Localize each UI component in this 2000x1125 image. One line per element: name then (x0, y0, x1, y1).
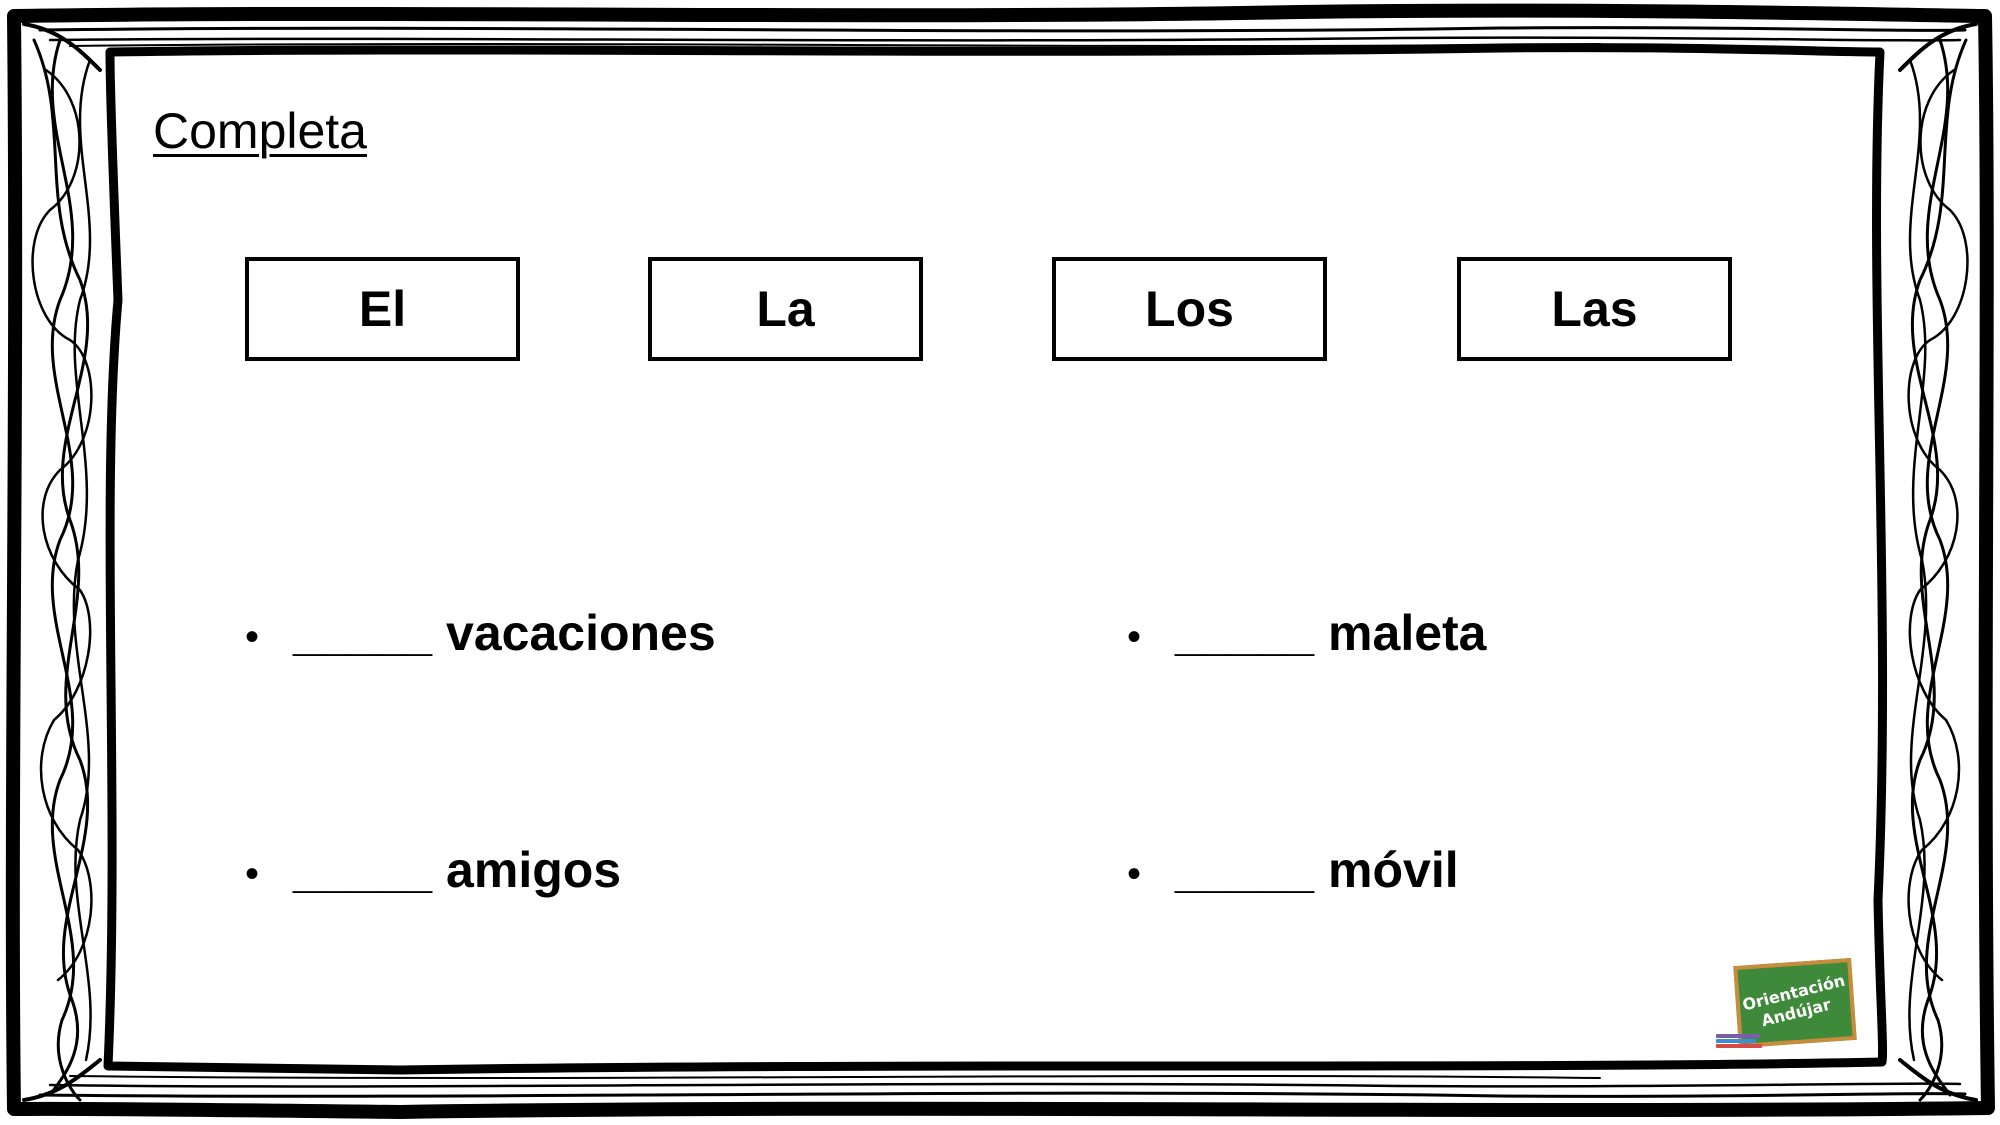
article-box-el: El (245, 257, 520, 361)
exercise-item-movil: • _____ móvil (1127, 837, 1459, 907)
answer-blank: _____ (1175, 605, 1315, 661)
article-label: La (756, 281, 815, 337)
orientacion-andujar-logo: Orientación Andújar (1716, 957, 1862, 1052)
exercise-word: móvil (1328, 842, 1459, 898)
exercise-item-vacaciones: • _____ vacaciones (245, 600, 716, 670)
bullet-icon: • (245, 852, 260, 896)
page-title: Completa (153, 103, 367, 159)
article-box-los: Los (1052, 257, 1327, 361)
article-label: Los (1145, 281, 1234, 337)
article-box-la: La (648, 257, 923, 361)
article-box-las: Las (1457, 257, 1732, 361)
exercise-item-amigos: • _____ amigos (245, 837, 621, 907)
exercise-word: maleta (1328, 605, 1487, 661)
exercise-word: vacaciones (446, 605, 716, 661)
answer-blank: _____ (293, 842, 433, 898)
article-label: Las (1551, 281, 1638, 337)
answer-blank: _____ (293, 605, 433, 661)
books-icon (1716, 1034, 1764, 1050)
exercise-word: amigos (446, 842, 622, 898)
exercise-item-maleta: • _____ maleta (1127, 600, 1486, 670)
bullet-icon: • (1127, 615, 1142, 659)
article-label: El (358, 281, 407, 337)
bullet-icon: • (1127, 852, 1142, 896)
bullet-icon: • (245, 615, 260, 659)
answer-blank: _____ (1175, 842, 1315, 898)
